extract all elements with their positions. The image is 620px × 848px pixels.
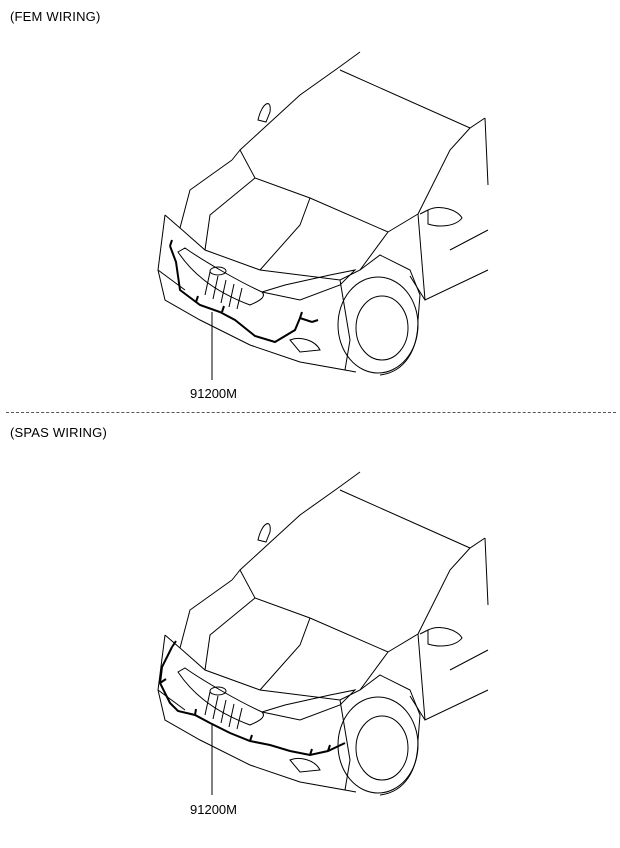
spas-wiring-harness [160, 647, 345, 755]
fem-wiring-car-illustration [0, 0, 620, 412]
car-roof-outline [338, 472, 485, 634]
front-bumper [158, 215, 350, 370]
headlight [262, 690, 355, 720]
spas-part-number: 91200M [190, 802, 237, 817]
front-wheel [338, 277, 418, 373]
fem-wiring-title: (FEM WIRING) [10, 9, 101, 24]
side-mirror [420, 628, 462, 646]
fem-wiring-harness [170, 246, 312, 342]
section-divider [6, 412, 616, 413]
hood-outline [180, 580, 388, 700]
front-wheel [338, 697, 418, 793]
spas-wiring-title: (SPAS WIRING) [10, 425, 107, 440]
grille [178, 248, 264, 305]
front-emblem [210, 687, 226, 695]
front-emblem [210, 267, 226, 275]
hood-outline [180, 160, 388, 280]
fem-part-number: 91200M [190, 386, 237, 401]
headlight [262, 270, 355, 300]
car-roof-outline [338, 52, 485, 214]
spas-wiring-car-illustration [0, 415, 620, 848]
side-mirror [420, 208, 462, 226]
front-bumper [158, 635, 350, 790]
grille [178, 668, 264, 725]
